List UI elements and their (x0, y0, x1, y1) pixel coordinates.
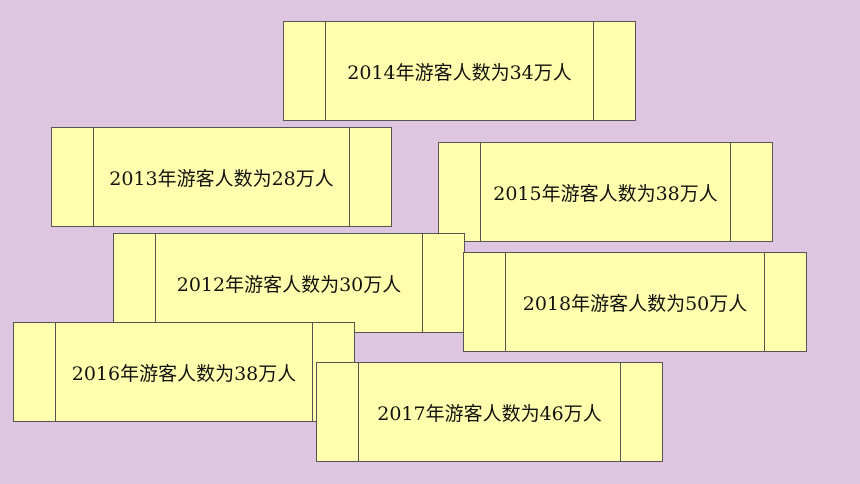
card-2018[interactable]: 2018年游客人数为50万人 (463, 252, 807, 352)
card-label-2016: 2016年游客人数为38万人 (71, 362, 297, 385)
card-label-2018: 2018年游客人数为50万人 (522, 292, 748, 315)
card-right-tab (620, 363, 662, 461)
card-2015[interactable]: 2015年游客人数为38万人 (438, 142, 773, 242)
card-label-2017: 2017年游客人数为46万人 (377, 402, 602, 425)
card-right-tab (730, 143, 772, 241)
card-left-tab (284, 22, 326, 120)
card-right-tab (312, 323, 354, 421)
card-2016[interactable]: 2016年游客人数为38万人 (13, 322, 355, 422)
card-left-tab (464, 253, 506, 351)
card-label-2013: 2013年游客人数为28万人 (109, 167, 334, 190)
card-left-tab (14, 323, 56, 421)
card-right-tab (349, 128, 391, 226)
card-label-2014: 2014年游客人数为34万人 (347, 61, 572, 84)
card-left-tab (439, 143, 481, 241)
card-right-tab (764, 253, 806, 351)
card-right-tab (593, 22, 635, 120)
card-label-2015: 2015年游客人数为38万人 (493, 182, 718, 205)
card-2014[interactable]: 2014年游客人数为34万人 (283, 21, 636, 121)
card-left-tab (114, 234, 156, 332)
card-2012[interactable]: 2012年游客人数为30万人 (113, 233, 465, 333)
card-2017[interactable]: 2017年游客人数为46万人 (316, 362, 663, 462)
card-right-tab (422, 234, 464, 332)
card-2013[interactable]: 2013年游客人数为28万人 (51, 127, 392, 227)
card-left-tab (317, 363, 359, 461)
card-left-tab (52, 128, 94, 226)
card-label-2012: 2012年游客人数为30万人 (176, 273, 402, 296)
